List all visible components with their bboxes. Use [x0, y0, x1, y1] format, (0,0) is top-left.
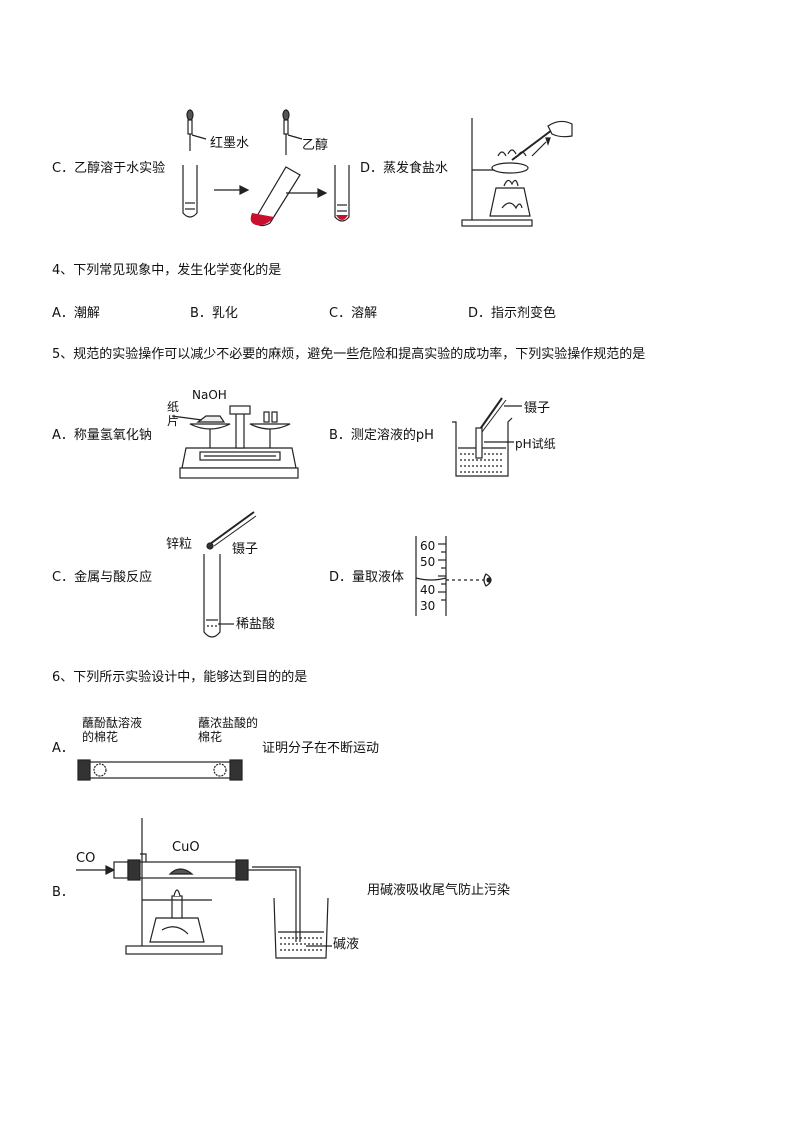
- scale-mark-30: 30: [420, 599, 436, 613]
- q6-option-a-caption: 证明分子在不断运动: [262, 741, 380, 756]
- q3-ethanol-label: 乙醇: [302, 138, 329, 153]
- q6-hcl-cotton-label: 蘸浓盐酸的棉花: [198, 716, 259, 744]
- cylinder-reading-figure: [415, 536, 492, 616]
- q5-option-c-label: C．金属与酸反应: [52, 570, 153, 585]
- q5-option-d-label: D．量取液体: [329, 570, 405, 585]
- scale-mark-50: 50: [420, 555, 436, 569]
- tilted-test-tube-icon: [250, 166, 301, 227]
- q6-alkali-label: 碱液: [333, 937, 360, 952]
- q6-option-b-caption: 用碱液吸收尾气防止污染: [367, 883, 511, 898]
- q4-option-a: A．潮解: [52, 306, 100, 321]
- q5-paper-label: 纸片: [167, 400, 180, 428]
- metal-acid-figure: [203, 511, 257, 638]
- ethanol-dissolve-figure: [182, 109, 350, 227]
- q5-dilute-hcl-label: 稀盐酸: [236, 617, 276, 632]
- q4-option-d: D．指示剂变色: [468, 306, 557, 321]
- q3-option-d-label: D．蒸发食盐水: [360, 161, 449, 176]
- dropper-icon: [186, 109, 207, 151]
- q6-cuo-label: CuO: [172, 840, 200, 855]
- q6-option-b-label: B．: [52, 885, 74, 900]
- q5-option-a-label: A．称量氢氧化钠: [52, 428, 152, 443]
- q3-red-ink-label: 红墨水: [210, 136, 250, 151]
- q5-stem: 5、规范的实验操作可以减少不必要的麻烦，避免一些危险和提高实验的成功率，下列实验…: [52, 347, 646, 362]
- q5-ph-paper-label: pH试纸: [515, 437, 556, 451]
- q4-option-c: C．溶解: [329, 306, 378, 321]
- q4-option-b: B．乳化: [190, 306, 238, 321]
- co-reduction-figure: [76, 818, 332, 959]
- q5-naoh-label: NaOH: [192, 388, 227, 402]
- q6-stem: 6、下列所示实验设计中，能够达到目的的是: [52, 670, 308, 685]
- q6-co-label: CO: [76, 851, 96, 866]
- q6-phenolphthalein-cotton-label: 蘸酚酞溶液的棉花: [82, 716, 143, 744]
- ph-test-figure: [452, 397, 522, 477]
- scale-mark-40: 40: [420, 583, 436, 597]
- q5-tweezers-label-b: 镊子: [524, 401, 551, 416]
- q4-stem: 4、下列常见现象中，发生化学变化的是: [52, 263, 282, 278]
- q5-tweezers-label-c: 镊子: [232, 542, 259, 557]
- q5-option-b-label: B．测定溶液的pH: [329, 428, 434, 443]
- q3-option-c-label: C．乙醇溶于水实验: [52, 161, 166, 176]
- glass-tube-figure: [77, 759, 243, 781]
- q5-zinc-label: 锌粒: [166, 537, 193, 552]
- balance-scale-figure: [171, 405, 299, 479]
- test-tube-icon: [334, 165, 350, 222]
- dropper-icon: [282, 109, 303, 155]
- test-tube-icon: [182, 165, 198, 218]
- q6-option-a-label: A．: [52, 741, 74, 756]
- scale-mark-60: 60: [420, 539, 436, 553]
- evaporation-figure: [461, 118, 573, 227]
